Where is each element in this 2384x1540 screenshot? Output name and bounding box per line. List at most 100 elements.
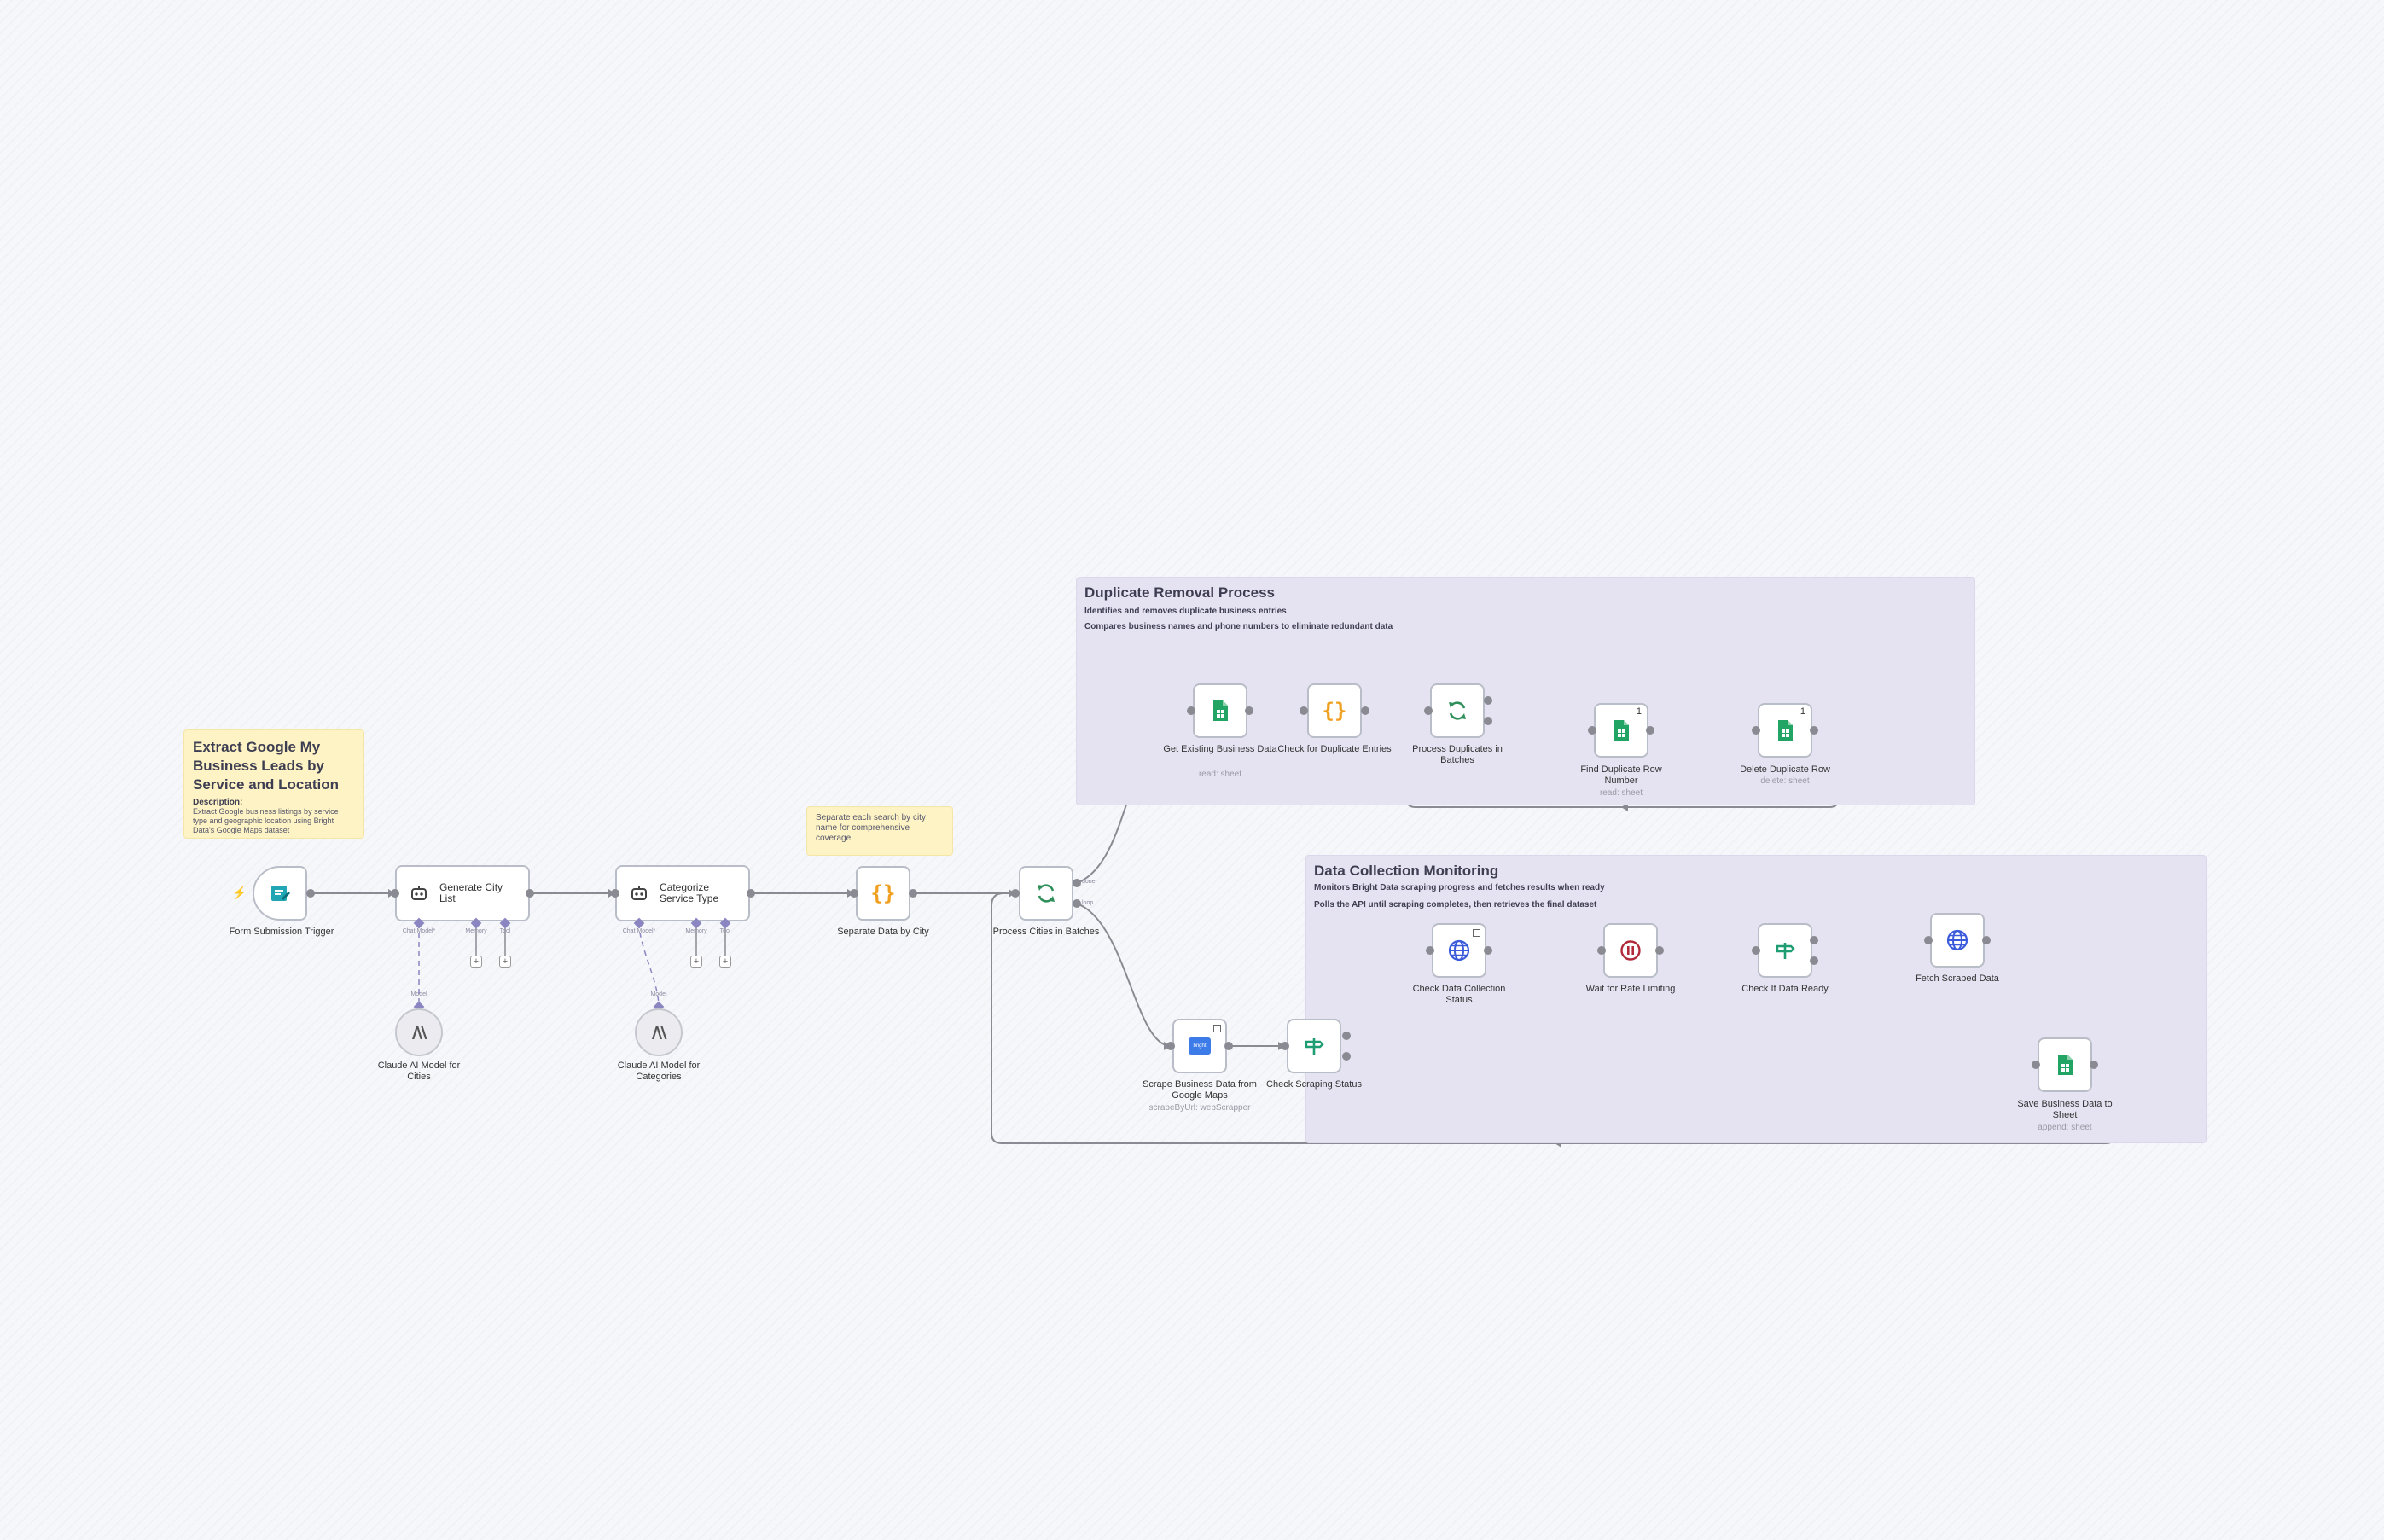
node-form-submission-trigger[interactable] bbox=[253, 866, 307, 921]
node-generate-city-list[interactable]: Generate City List bbox=[395, 865, 530, 921]
node-check-for-duplicate-entries[interactable]: {} bbox=[1307, 683, 1362, 738]
node-process-duplicates-in-batches[interactable] bbox=[1430, 683, 1485, 738]
output-handle[interactable] bbox=[1655, 946, 1664, 955]
node-check-data-collection-status[interactable] bbox=[1432, 923, 1486, 978]
sticky-separate-note[interactable]: Separate each search by city name for co… bbox=[806, 806, 953, 856]
label-wait-for-rate-limiting: Wait for Rate Limiting bbox=[1585, 984, 1676, 994]
loop-icon bbox=[1449, 701, 1466, 720]
output-handle[interactable] bbox=[2090, 1061, 2098, 1069]
input-handle[interactable] bbox=[611, 889, 619, 898]
port-label-model-categories: Model bbox=[650, 991, 667, 997]
input-handle[interactable] bbox=[1300, 706, 1308, 715]
output-handle[interactable] bbox=[747, 889, 755, 898]
input-handle[interactable] bbox=[1752, 726, 1760, 735]
if-icon bbox=[1305, 1038, 1324, 1055]
input-handle[interactable] bbox=[1752, 946, 1760, 955]
edge-batches-to-scrape bbox=[1076, 903, 1172, 1047]
input-handle[interactable] bbox=[1424, 706, 1433, 715]
node-wait-for-rate-limiting[interactable] bbox=[1603, 923, 1658, 978]
output-handle-false[interactable] bbox=[1810, 956, 1818, 965]
port-label-tool: Tool bbox=[719, 928, 731, 934]
add-memory-button[interactable]: + bbox=[690, 956, 702, 968]
node-separate-data-by-city[interactable]: {} bbox=[856, 866, 910, 921]
node-check-scraping-status[interactable] bbox=[1287, 1019, 1341, 1073]
input-handle[interactable] bbox=[1597, 946, 1606, 955]
output-handle[interactable] bbox=[909, 889, 917, 898]
sticky-separate-text: Separate each search by city name for co… bbox=[816, 813, 926, 843]
output-handle-done[interactable] bbox=[1484, 696, 1492, 705]
output-handle[interactable] bbox=[1646, 726, 1654, 735]
port-label-memory: Memory bbox=[685, 928, 707, 934]
node-fetch-scraped-data[interactable] bbox=[1930, 913, 1985, 968]
input-handle[interactable] bbox=[1281, 1042, 1289, 1050]
trigger-lightning-icon: ⚡ bbox=[232, 886, 247, 899]
output-label-loop: loop bbox=[1082, 900, 1094, 906]
input-handle[interactable] bbox=[1426, 946, 1434, 955]
anthropic-icon bbox=[412, 1026, 427, 1039]
input-handle[interactable] bbox=[1588, 726, 1596, 735]
output-handle[interactable] bbox=[526, 889, 534, 898]
input-handle[interactable] bbox=[1187, 706, 1195, 715]
node-save-business-data-to-sheet[interactable] bbox=[2038, 1037, 2092, 1092]
sticky-main-description-text: Extract Google business listings by serv… bbox=[193, 807, 339, 834]
output-handle[interactable] bbox=[1245, 706, 1253, 715]
label-check-scraping-status: Check Scraping Status bbox=[1266, 1079, 1362, 1090]
node-claude-ai-categories[interactable] bbox=[635, 1008, 683, 1056]
output-handle[interactable] bbox=[1982, 936, 1991, 944]
sticky-duplicate-line1: Identifies and removes duplicate busines… bbox=[1084, 607, 1287, 616]
input-handle[interactable] bbox=[850, 889, 858, 898]
input-handle[interactable] bbox=[1924, 936, 1933, 944]
node-find-duplicate-row-number[interactable]: 1 bbox=[1594, 703, 1648, 758]
output-handle-true[interactable] bbox=[1810, 936, 1818, 944]
label-scrape-business-data: Scrape Business Data from Google Maps bbox=[1143, 1079, 1257, 1101]
output-handle-loop[interactable] bbox=[1073, 899, 1081, 908]
add-tool-button[interactable]: + bbox=[719, 956, 731, 968]
loop-icon bbox=[1038, 884, 1055, 903]
output-handle[interactable] bbox=[306, 889, 315, 898]
output-handle-loop[interactable] bbox=[1484, 717, 1492, 725]
port-label-chat-model: Chat Model* bbox=[402, 928, 436, 934]
input-handle[interactable] bbox=[1011, 889, 1020, 898]
port-label-tool: Tool bbox=[499, 928, 511, 934]
label-form-submission-trigger: Form Submission Trigger bbox=[229, 927, 334, 937]
output-handle[interactable] bbox=[1810, 726, 1818, 735]
sticky-main-title: Extract Google My Business Leads by Serv… bbox=[193, 739, 339, 793]
output-handle-true[interactable] bbox=[1342, 1032, 1351, 1040]
code-icon: {} bbox=[870, 881, 896, 905]
sticky-monitoring-title: Data Collection Monitoring bbox=[1314, 863, 1499, 879]
add-memory-button[interactable]: + bbox=[470, 956, 482, 968]
output-handle[interactable] bbox=[1361, 706, 1369, 715]
node-scrape-business-data[interactable]: bright bbox=[1172, 1019, 1227, 1073]
webhook-indicator bbox=[1473, 929, 1480, 937]
node-claude-ai-cities[interactable] bbox=[395, 1008, 443, 1056]
form-icon bbox=[271, 886, 290, 901]
anthropic-icon bbox=[652, 1026, 667, 1039]
label-fetch-scraped-data: Fetch Scraped Data bbox=[1916, 973, 1999, 984]
sheets-icon bbox=[1778, 720, 1793, 741]
label-save-business-data-to-sheet: Save Business Data to Sheet bbox=[2017, 1099, 2113, 1120]
output-handle-false[interactable] bbox=[1342, 1052, 1351, 1061]
label-check-for-duplicate-entries: Check for Duplicate Entries bbox=[1277, 744, 1392, 754]
add-tool-button[interactable]: + bbox=[499, 956, 511, 968]
robot-icon bbox=[631, 886, 647, 900]
node-categorize-service-type[interactable]: Categorize Service Type bbox=[615, 865, 750, 921]
output-handle[interactable] bbox=[1484, 946, 1492, 955]
node-check-if-data-ready[interactable] bbox=[1758, 923, 1812, 978]
output-handle[interactable] bbox=[1224, 1042, 1233, 1050]
output-handle-done[interactable] bbox=[1073, 879, 1081, 887]
label-get-existing-business-data: Get Existing Business Data bbox=[1163, 744, 1277, 754]
sheets-icon bbox=[2058, 1055, 2073, 1075]
port-label-chat-model: Chat Model* bbox=[622, 928, 656, 934]
node-get-existing-business-data[interactable] bbox=[1193, 683, 1247, 738]
input-handle[interactable] bbox=[1166, 1042, 1175, 1050]
sticky-data-monitoring[interactable]: Data Collection Monitoring Monitors Brig… bbox=[1305, 855, 2207, 1143]
sticky-main-description[interactable]: Extract Google My Business Leads by Serv… bbox=[183, 729, 364, 839]
sticky-main-description-label: Description: bbox=[193, 798, 243, 807]
node-process-cities-in-batches[interactable] bbox=[1019, 866, 1073, 921]
input-handle[interactable] bbox=[391, 889, 399, 898]
input-handle[interactable] bbox=[2032, 1061, 2040, 1069]
webhook-indicator bbox=[1213, 1025, 1221, 1032]
label-claude-ai-cities: Claude AI Model for Cities bbox=[377, 1061, 461, 1082]
node-delete-duplicate-row[interactable]: 1 bbox=[1758, 703, 1812, 758]
